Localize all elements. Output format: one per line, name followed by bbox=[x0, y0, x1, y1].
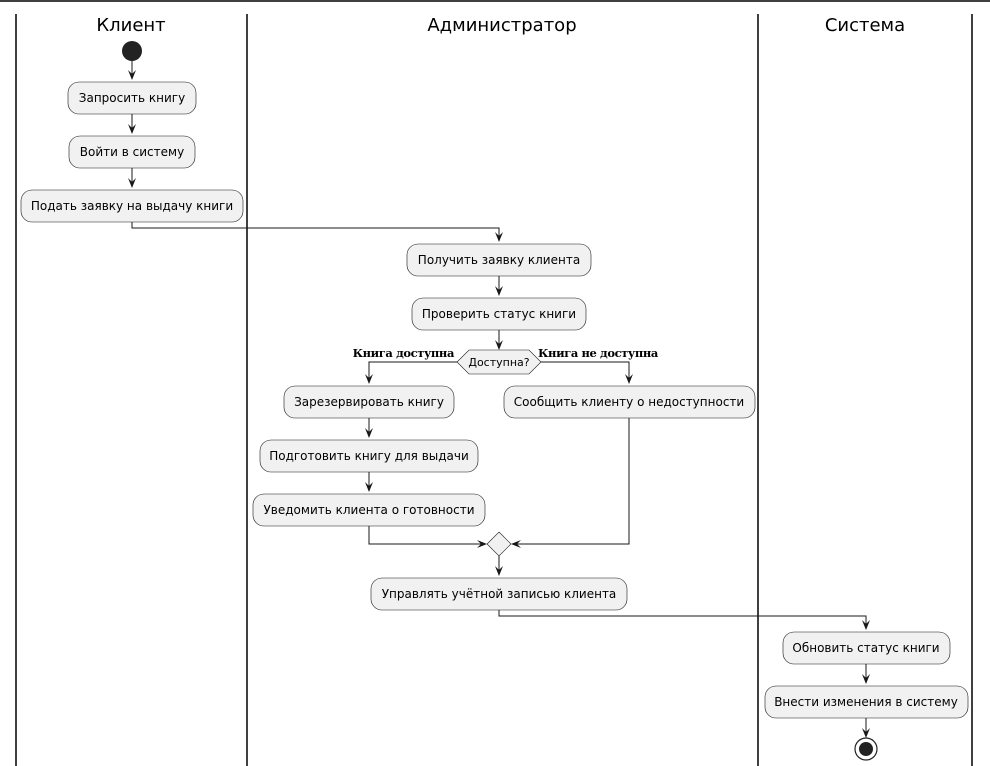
merge-node bbox=[486, 531, 512, 557]
activity-request-book: Запросить книгу bbox=[67, 81, 197, 115]
lane-title-client: Клиент bbox=[96, 15, 165, 36]
activity-submit-request: Подать заявку на выдачу книги bbox=[20, 189, 244, 223]
activity-label: Обновить статус книги bbox=[792, 641, 939, 655]
activity-prepare-book: Подготовить книгу для выдачи bbox=[259, 439, 479, 473]
activity-label: Запросить книгу bbox=[79, 91, 185, 105]
branch-label-yes: Книга доступна bbox=[353, 346, 455, 360]
activity-reserve-book: Зарезервировать книгу bbox=[283, 385, 455, 419]
activity-label: Уведомить клиента о готовности bbox=[263, 503, 474, 517]
activity-notify-ready: Уведомить клиента о готовности bbox=[252, 493, 486, 527]
activity-label: Подготовить книгу для выдачи bbox=[269, 449, 469, 463]
end-node bbox=[854, 737, 878, 761]
lane-title-system: Система bbox=[825, 15, 905, 36]
decision-question: Доступна? bbox=[468, 356, 529, 369]
decision-available: Доступна? bbox=[456, 349, 542, 375]
activity-label: Подать заявку на выдачу книги bbox=[31, 199, 233, 213]
activity-label: Сообщить клиенту о недоступности bbox=[514, 395, 744, 409]
activity-check-status: Проверить статус книги bbox=[411, 297, 587, 331]
activity-label: Управлять учётной записью клиента bbox=[382, 587, 617, 601]
activity-label: Получить заявку клиента bbox=[418, 253, 580, 267]
activity-apply-changes: Внести изменения в систему bbox=[764, 685, 969, 719]
start-node bbox=[122, 41, 142, 61]
activity-label: Внести изменения в систему bbox=[774, 695, 958, 709]
activity-notify-unavailable: Сообщить клиенту о недоступности bbox=[503, 385, 756, 419]
activity-login: Войти в систему bbox=[68, 135, 196, 169]
activity-manage-account: Управлять учётной записью клиента bbox=[370, 577, 628, 611]
flow-arrows bbox=[128, 61, 870, 738]
activity-label: Зарезервировать книгу bbox=[294, 395, 444, 409]
activity-label: Войти в систему bbox=[80, 145, 184, 159]
activity-receive-request: Получить заявку клиента bbox=[406, 243, 592, 277]
branch-label-no: Книга не доступна bbox=[538, 346, 659, 360]
lane-title-admin: Администратор bbox=[427, 15, 576, 36]
activity-update-status: Обновить статус книги bbox=[782, 631, 951, 665]
activity-label: Проверить статус книги bbox=[422, 307, 576, 321]
